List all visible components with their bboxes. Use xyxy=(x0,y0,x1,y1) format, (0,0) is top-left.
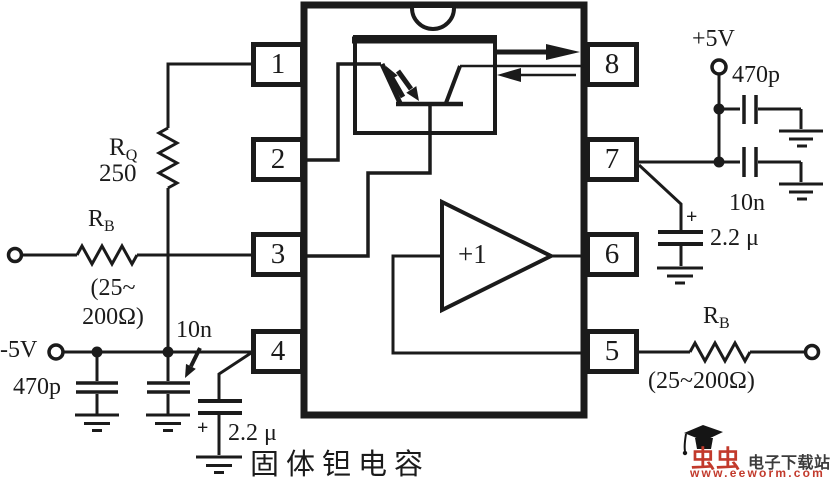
cap-470p-left-label: 470p xyxy=(13,374,61,400)
neg5v-terminal xyxy=(47,343,65,361)
pin-8-number: 8 xyxy=(604,48,620,80)
rq-name: R xyxy=(109,134,126,161)
rb-left-subscript: B xyxy=(104,218,115,235)
watermark-site-name: 电子下载站 xyxy=(748,455,831,472)
buffer-gain-label: +1 xyxy=(458,239,487,269)
cap-470p-right xyxy=(719,95,823,148)
label-pointer xyxy=(189,347,202,368)
pin-7: 7 xyxy=(585,137,639,182)
right-rb-branch xyxy=(639,339,821,365)
rq-branch xyxy=(155,62,251,352)
pin-7-number: 7 xyxy=(604,143,620,175)
cap-10n-left-label: 10n xyxy=(176,317,212,343)
cap-470p-right-label: 470p xyxy=(732,62,780,88)
pin-6-number: 6 xyxy=(604,238,620,270)
rb-left-label: RB xyxy=(88,206,115,236)
graduation-cap-icon xyxy=(682,425,723,456)
cap-10n-right xyxy=(719,147,823,201)
diamond-transistor-cell xyxy=(304,35,584,258)
rb-left-range: (25~ 200Ω) xyxy=(82,275,144,330)
rq-resistor xyxy=(155,126,181,190)
cap-10n-left xyxy=(146,347,202,432)
ic-body-outline xyxy=(300,1,588,419)
cap-22u-left xyxy=(196,351,252,474)
tantalum-note: 固体钽电容 xyxy=(250,449,431,481)
rb-left-resistor xyxy=(75,242,139,268)
buffer-input-wire xyxy=(391,254,585,355)
arrow-left-icon xyxy=(497,68,521,82)
pin-3-number: 3 xyxy=(270,238,286,270)
pin-1-number: 1 xyxy=(270,48,286,80)
rq-label: RQ xyxy=(109,134,137,165)
pin-1: 1 xyxy=(251,42,305,87)
neg5v-label: -5V xyxy=(0,337,38,363)
rb-left-name: R xyxy=(88,206,105,232)
polarity-plus-right: + xyxy=(686,206,698,228)
watermark: 虫虫 电子下载站 www.eeworm.com xyxy=(676,418,831,483)
pin-4-number: 4 xyxy=(270,335,286,367)
pin-8: 8 xyxy=(585,42,639,87)
pin-4: 4 xyxy=(251,329,305,374)
output-terminal-right xyxy=(803,343,821,361)
watermark-brand: 虫虫 xyxy=(691,446,741,473)
positive-rail xyxy=(639,58,728,168)
pin-5: 5 xyxy=(585,329,639,374)
cap-10n-right-label: 10n xyxy=(729,190,765,216)
cap-22u-left-label: 2.2 μ xyxy=(228,420,277,446)
left-input-branch xyxy=(6,242,251,268)
pos5v-terminal xyxy=(710,58,728,76)
current-flow-arrows xyxy=(497,44,580,82)
rb-right-name: R xyxy=(703,303,720,329)
cap-22u-right xyxy=(637,163,703,285)
pin-2: 2 xyxy=(251,137,305,182)
rb-right-resistor xyxy=(688,339,752,365)
pin2-base-wire xyxy=(304,62,381,162)
ic-notch xyxy=(410,7,456,31)
arrow-up-left-icon xyxy=(386,66,398,82)
input-terminal-left xyxy=(6,246,24,264)
arrow-down-right-icon xyxy=(406,86,419,101)
pos5v-label: +5V xyxy=(692,26,735,52)
cap-470p-left xyxy=(75,352,119,432)
rb-right-range: (25~200Ω) xyxy=(648,368,755,394)
negative-rail xyxy=(47,343,251,361)
rb-right-subscript: B xyxy=(719,315,730,332)
pin-2-number: 2 xyxy=(270,143,286,175)
arrow-right-icon xyxy=(546,44,580,60)
rq-value: 250 xyxy=(99,160,137,187)
pin-3: 3 xyxy=(251,232,305,277)
watermark-url: www.eeworm.com xyxy=(690,466,826,480)
rb-right-label: RB xyxy=(703,303,730,333)
buffer-amplifier xyxy=(391,198,585,355)
pin-6: 6 xyxy=(585,232,639,277)
cap-22u-right-label: 2.2 μ xyxy=(710,225,759,251)
rq-subscript: Q xyxy=(125,147,138,164)
polarity-plus-left: + xyxy=(197,417,209,439)
emitter-to-pin3-wire xyxy=(304,104,432,258)
pin-5-number: 5 xyxy=(604,335,620,367)
arrow-pointer-icon xyxy=(185,363,196,378)
